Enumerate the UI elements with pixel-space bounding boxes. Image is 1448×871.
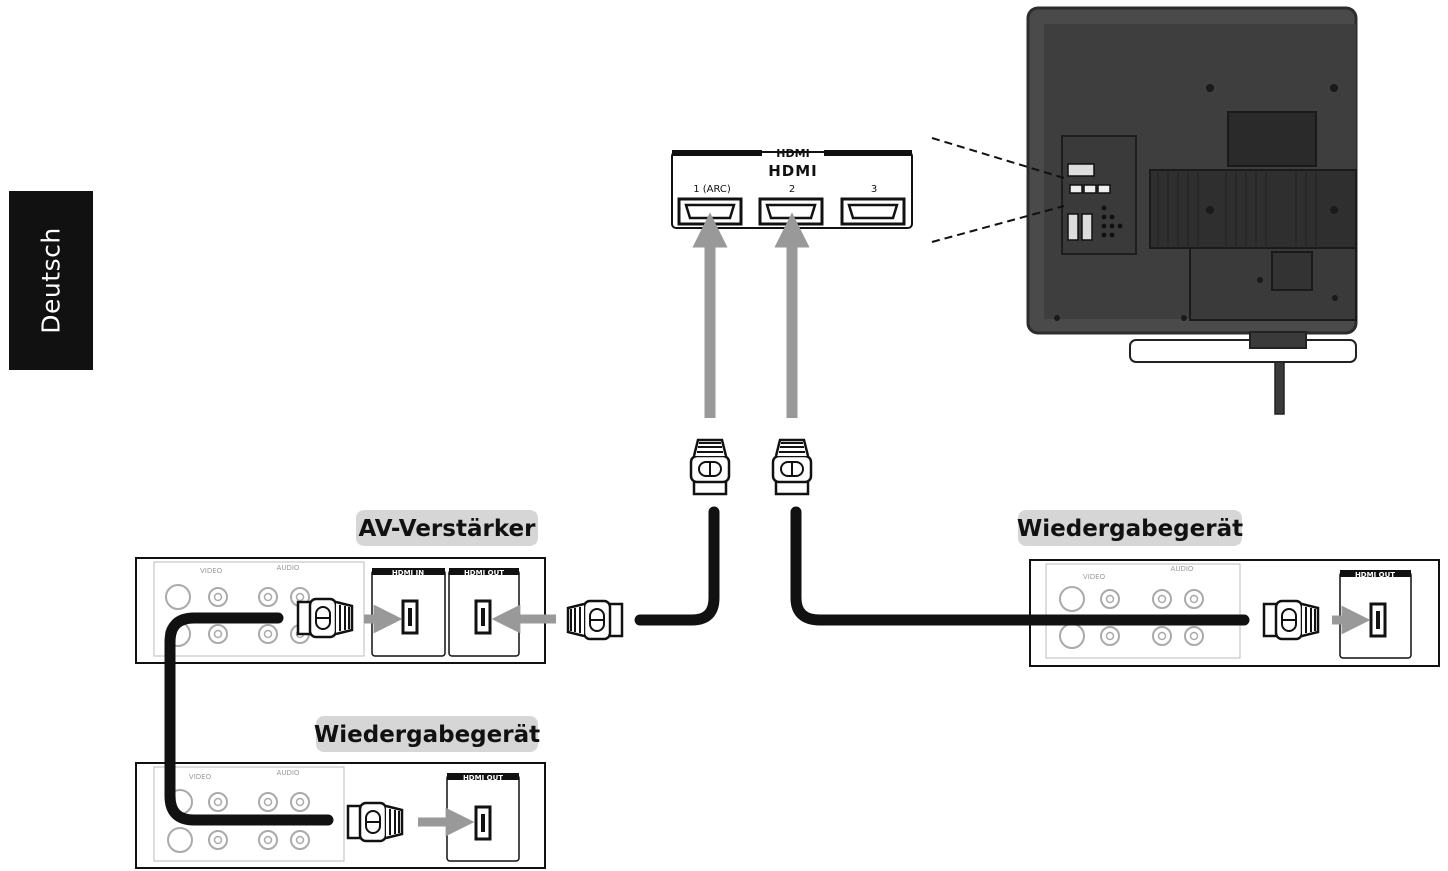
player-right-rca-jacks xyxy=(1059,586,1204,649)
hdmi-port-2-label: 2 xyxy=(789,184,795,195)
player-bottom-audio-label: AUDIO xyxy=(277,769,300,777)
hdmi-port-3 xyxy=(840,197,906,226)
amp-label-bg xyxy=(356,510,538,546)
player-bottom-hdmi-socket xyxy=(474,805,492,841)
hdmi-port-1-label: 1 (ARC) xyxy=(693,184,731,195)
player-right-device: VIDEO AUDIO HDMI OUT xyxy=(1029,559,1440,667)
player-right-hdmi-out-label: HDMI OUT xyxy=(1355,571,1395,579)
player-bottom-video-label: VIDEO xyxy=(189,773,212,781)
plug-tv-port-2 xyxy=(771,438,813,496)
plug-tv-port-1 xyxy=(689,438,731,496)
amp-hdmi-in-label: HDMI IN xyxy=(392,569,424,577)
plug-player-bottom xyxy=(346,801,404,843)
hdmi-port-2 xyxy=(758,197,824,226)
amp-label: AV-Verstärker xyxy=(359,516,537,542)
player-right-audio-label: AUDIO xyxy=(1171,565,1194,573)
amp-hdmi-in-socket xyxy=(401,599,419,635)
player-right-hdmi-socket xyxy=(1369,602,1387,638)
player-bottom-hdmi-out-label: HDMI OUT xyxy=(463,774,503,782)
player-right-label: Wiedergabegerät xyxy=(1017,516,1243,542)
amp-hdmi-out-socket xyxy=(474,599,492,635)
tv-hdmi-panel: HDMI HDMI 1 (ARC) 2 3 xyxy=(671,147,913,229)
language-tab: Deutsch xyxy=(9,191,93,370)
cable-player-to-tv xyxy=(790,506,1250,626)
plug-player-right xyxy=(1262,599,1320,641)
amp-hdmi-out-label: HDMI OUT xyxy=(464,569,504,577)
amp-audio-label: AUDIO xyxy=(277,564,300,572)
amp-video-label: VIDEO xyxy=(200,567,223,575)
hdmi-small-logo: HDMI xyxy=(776,147,809,160)
player-right-label-bg xyxy=(1018,510,1242,546)
plug-amp-hdmi-out xyxy=(566,599,624,641)
plug-amp-hdmi-in xyxy=(296,597,354,639)
player-bottom-label: Wiedergabegerät xyxy=(314,722,540,748)
player-right-video-label: VIDEO xyxy=(1083,573,1106,581)
cable-amp-to-tv xyxy=(634,506,720,626)
hdmi-port-3-label: 3 xyxy=(871,184,877,195)
cable-player-to-amp xyxy=(164,612,334,826)
hdmi-logo: HDMI xyxy=(768,162,818,180)
hdmi-port-1 xyxy=(677,197,743,226)
player-bottom-label-bg xyxy=(316,716,538,752)
tv-back-illustration xyxy=(931,6,1358,415)
